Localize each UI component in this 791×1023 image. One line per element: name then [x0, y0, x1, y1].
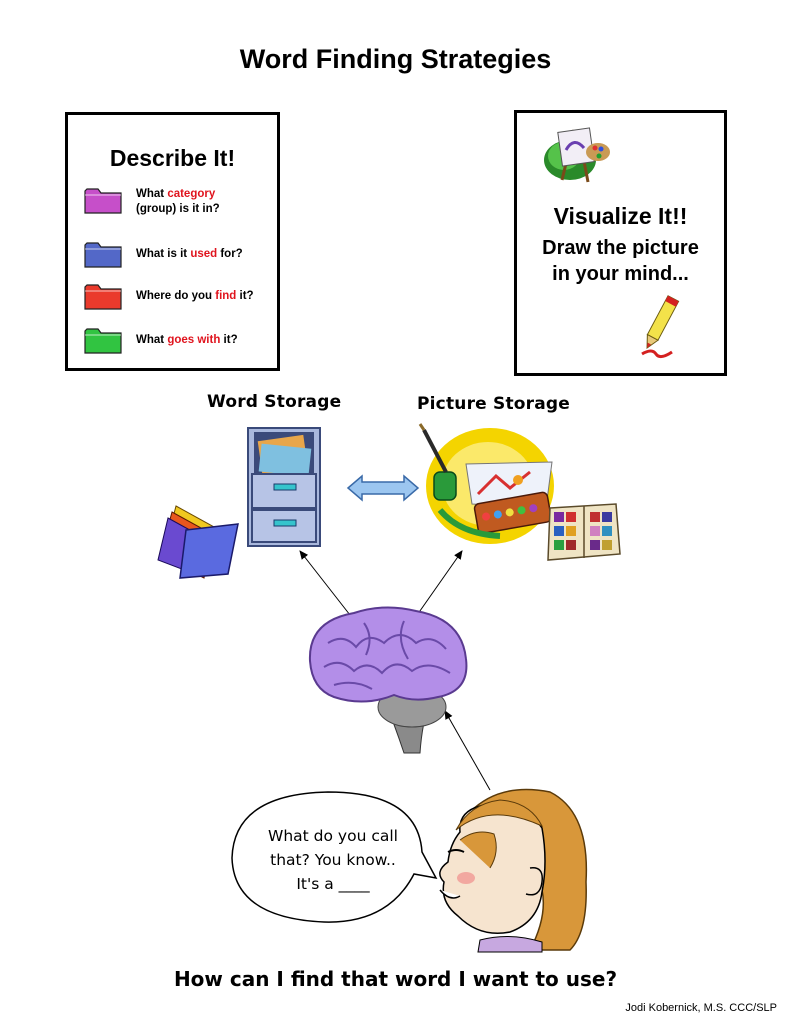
describe-question-line: What goes with it? [136, 333, 238, 348]
folders-icon [157, 505, 239, 579]
visualize-it-title: Visualize It!! [553, 203, 688, 229]
easel-icon [544, 127, 610, 183]
question-keyword: category [167, 188, 216, 200]
word-storage-label: Word Storage [207, 392, 342, 412]
crayon-icon [641, 295, 680, 359]
describe-question: What is it used for? [136, 247, 243, 262]
brain-icon [308, 606, 468, 754]
speech-line-3: It's a ____ [296, 875, 370, 893]
speech-line-2: that? You know.. [270, 851, 396, 869]
paint-box-icon [547, 503, 621, 561]
question-text: What [136, 188, 168, 200]
bottom-question: How can I find that word I want to use? [173, 967, 618, 991]
folder-icon [84, 328, 122, 354]
folder-icon [84, 242, 122, 268]
question-text: for? [217, 248, 243, 260]
question-keyword: find [215, 290, 237, 302]
speech-bubble-text: What do you call that? You know.. It's a… [248, 824, 418, 896]
question-text: What [136, 334, 168, 346]
double-arrow-icon [346, 474, 420, 502]
visualize-it-subtitle: Draw the picture in your mind... [517, 235, 724, 287]
describe-question: What goes with it? [136, 333, 238, 348]
visualize-line-1: Draw the picture [542, 237, 699, 259]
paint-palette-icon [418, 423, 554, 544]
describe-question-line: What category [136, 187, 220, 202]
file-cabinet-icon [247, 427, 321, 547]
folder-icon [84, 284, 122, 310]
author-credit: Jodi Kobernick, M.S. CCC/SLP [625, 1002, 777, 1014]
question-text: it? [220, 334, 238, 346]
describe-question-line: (group) is it in? [136, 203, 220, 215]
describe-question: What category(group) is it in? [136, 187, 220, 217]
arrow-brain-to-picture-storage [414, 550, 463, 619]
speech-line-1: What do you call [268, 827, 398, 845]
speech-bubble [231, 791, 438, 923]
question-text: What is it [136, 248, 191, 260]
question-text: Where do you [136, 290, 216, 302]
question-keyword: goes with [167, 334, 221, 346]
picture-storage-label: Picture Storage [417, 394, 571, 414]
visualize-line-2: in your mind... [552, 263, 689, 285]
describe-question-line: What is it used for? [136, 247, 243, 262]
describe-question: Where do you find it? [136, 289, 254, 304]
describe-it-title: Describe It! [109, 145, 236, 171]
arrow-brain-to-word-storage [299, 550, 351, 616]
arrow-girl-to-brain [444, 710, 491, 791]
question-text: it? [236, 290, 254, 302]
page-title: Word Finding Strategies [239, 44, 552, 74]
girl-illustration [439, 788, 588, 953]
describe-it-box: Describe It! [65, 112, 280, 371]
folder-icon [84, 188, 122, 214]
question-keyword: used [190, 248, 218, 260]
describe-question-line: Where do you find it? [136, 289, 254, 304]
